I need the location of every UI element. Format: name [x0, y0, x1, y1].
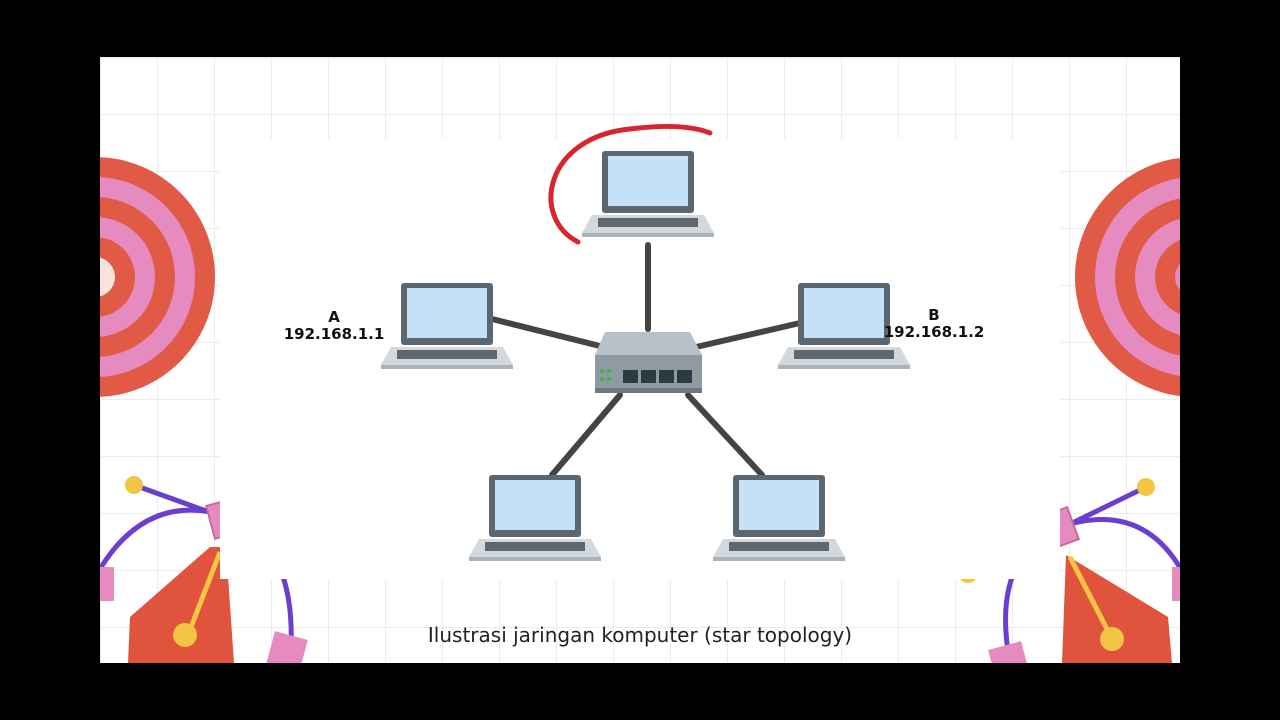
star-topology-diagram	[381, 124, 910, 561]
cable-bottom-right	[685, 392, 765, 478]
cable-bottom-left	[549, 392, 623, 478]
cable-right	[693, 320, 803, 350]
node-a-ip: 192.168.1.1	[283, 325, 385, 343]
laptop-icon-bottom-left	[469, 475, 601, 561]
laptop-icon-bottom-right	[713, 475, 845, 561]
slide: A 192.168.1.1 B 192.168.1.2 Ilustrasi ja…	[100, 57, 1180, 663]
node-label-b: B 192.168.1.2	[880, 307, 988, 341]
laptop-icon-left	[381, 283, 513, 369]
diagram-caption: Ilustrasi jaringan komputer (star topolo…	[427, 623, 853, 647]
switch-icon	[595, 332, 702, 393]
node-label-a: A 192.168.1.1	[280, 309, 388, 343]
node-b-ip: 192.168.1.2	[883, 323, 985, 341]
node-a-name: A	[328, 308, 340, 326]
cables	[489, 242, 803, 478]
highlight-arc	[548, 124, 713, 245]
target-icon-right	[1075, 157, 1180, 397]
laptop-icon-top	[582, 151, 714, 237]
node-b-name: B	[928, 306, 940, 324]
target-icon-left	[100, 157, 215, 397]
cable-left	[489, 316, 607, 350]
